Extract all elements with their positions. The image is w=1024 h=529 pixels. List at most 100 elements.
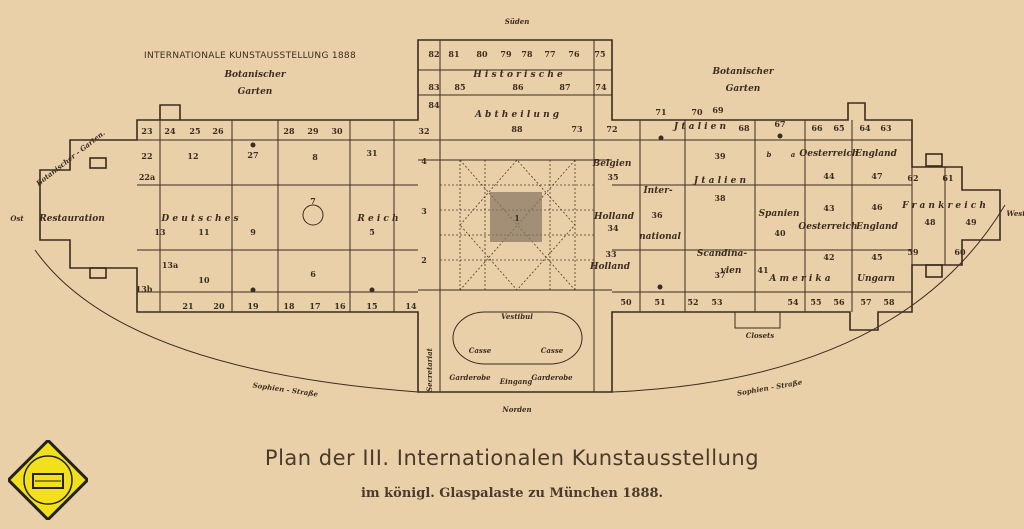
room-number: 63 [880, 123, 892, 133]
room-number: 28 [283, 126, 295, 136]
room-label: Casse [469, 346, 492, 355]
garden-left-2: Garten [238, 87, 273, 97]
room-number: 64 [859, 123, 871, 133]
garden-right-1: Botanischer [711, 67, 774, 77]
room-number: 9 [250, 227, 256, 237]
room-label: England [855, 222, 898, 232]
room-number: 22 [141, 151, 152, 161]
room-label: Vestibul [501, 312, 533, 321]
compass-east: Ost [10, 214, 24, 223]
room-number: 22a [139, 172, 155, 182]
room-number: 60 [954, 247, 966, 257]
room-number: 59 [907, 247, 919, 257]
room-number: 24 [164, 126, 176, 136]
room-label: Closets [746, 331, 775, 340]
plan-subtitle: im königl. Glaspalaste zu München 1888. [360, 486, 664, 501]
room-number: 15 [366, 301, 377, 311]
room-number: 61 [942, 173, 953, 183]
room-label: A m e r i k a [768, 274, 830, 284]
room-number: 1 [514, 213, 520, 223]
room-number: 41 [757, 265, 768, 275]
room-label: England [854, 149, 897, 159]
room-number: 46 [871, 202, 883, 212]
room-number: 6 [310, 269, 316, 279]
room-label: J t a l i e n [672, 122, 726, 132]
room-number: 68 [738, 123, 750, 133]
room-label: Secretariat [425, 347, 434, 392]
trambahn-logo [8, 440, 88, 520]
room-number: 51 [654, 297, 665, 307]
room-number: 88 [511, 124, 523, 134]
room-number: 76 [568, 49, 580, 59]
room-number: 50 [620, 297, 632, 307]
room-label: Ungarn [857, 274, 895, 284]
room-number: 30 [331, 126, 343, 136]
room-number: 58 [883, 297, 895, 307]
room-number: 21 [182, 301, 193, 311]
room-label: Inter- [642, 186, 672, 196]
walls [39, 39, 1001, 393]
room-number: 77 [544, 49, 555, 59]
room-number: 44 [823, 171, 835, 181]
room-number: 11 [198, 227, 209, 237]
room-number: 5 [369, 227, 375, 237]
garden-left-1: Botanischer [223, 70, 286, 80]
room-number: 29 [307, 126, 319, 136]
room-number: 17 [309, 301, 320, 311]
room-number: 56 [833, 297, 845, 307]
room-number: 13a [162, 260, 178, 270]
room-label: Casse [541, 346, 564, 355]
plan-title: Plan der III. Internationalen Kunstausst… [264, 446, 760, 470]
room-number: 52 [687, 297, 698, 307]
room-number: 69 [712, 105, 724, 115]
room-label: Garderobe [531, 373, 573, 382]
room-number: 38 [714, 193, 726, 203]
room-number: 10 [198, 275, 210, 285]
room-number: 84 [428, 100, 440, 110]
room-number: 83 [428, 82, 440, 92]
room-number: 81 [448, 49, 459, 59]
room-number: 26 [212, 126, 224, 136]
room-number: 49 [965, 217, 977, 227]
room-number: 3 [421, 206, 427, 216]
room-label: Eingang [499, 377, 533, 386]
plan-header: INTERNATIONALE KUNSTAUSSTELLUNG 1888 [144, 51, 356, 61]
room-number: 85 [454, 82, 465, 92]
room-label: Spanien [759, 209, 800, 219]
room-number: 72 [606, 124, 617, 134]
room-number: 67 [774, 119, 785, 129]
room-number: 25 [189, 126, 200, 136]
room-number: 32 [418, 126, 429, 136]
room-number: 65 [833, 123, 844, 133]
room-number: 86 [512, 82, 524, 92]
room-number: 87 [559, 82, 570, 92]
room-label: Belgien [592, 159, 632, 169]
street-left: Sophien - Straße [252, 380, 319, 398]
street-right: Sophien - Straße [736, 377, 803, 397]
room-label: Scandina- [697, 249, 747, 259]
room-number: 62 [907, 173, 918, 183]
room-number: 12 [187, 151, 198, 161]
room-number: 2 [421, 255, 427, 265]
room-number: 14 [405, 301, 417, 311]
room-number: 7 [310, 196, 316, 206]
room-number: 33 [605, 249, 617, 259]
compass-north: Norden [501, 405, 531, 414]
room-number: 53 [711, 297, 723, 307]
room-number: 35 [607, 172, 618, 182]
room-number: 48 [924, 217, 936, 227]
room-number: 79 [500, 49, 512, 59]
room-number: 8 [312, 152, 318, 162]
room-label: Holland [593, 212, 635, 222]
room-label: Garderobe [449, 373, 491, 382]
room-label: H i s t o r i s c h e [472, 70, 563, 80]
room-number: 57 [860, 297, 871, 307]
room-number: 74 [595, 82, 607, 92]
room-number: 19 [247, 301, 259, 311]
room-number: 82 [428, 49, 439, 59]
room-label: vien [721, 266, 742, 276]
room-number: 34 [607, 223, 619, 233]
room-label: Oesterreich [798, 222, 857, 232]
room-number: 45 [871, 252, 882, 262]
